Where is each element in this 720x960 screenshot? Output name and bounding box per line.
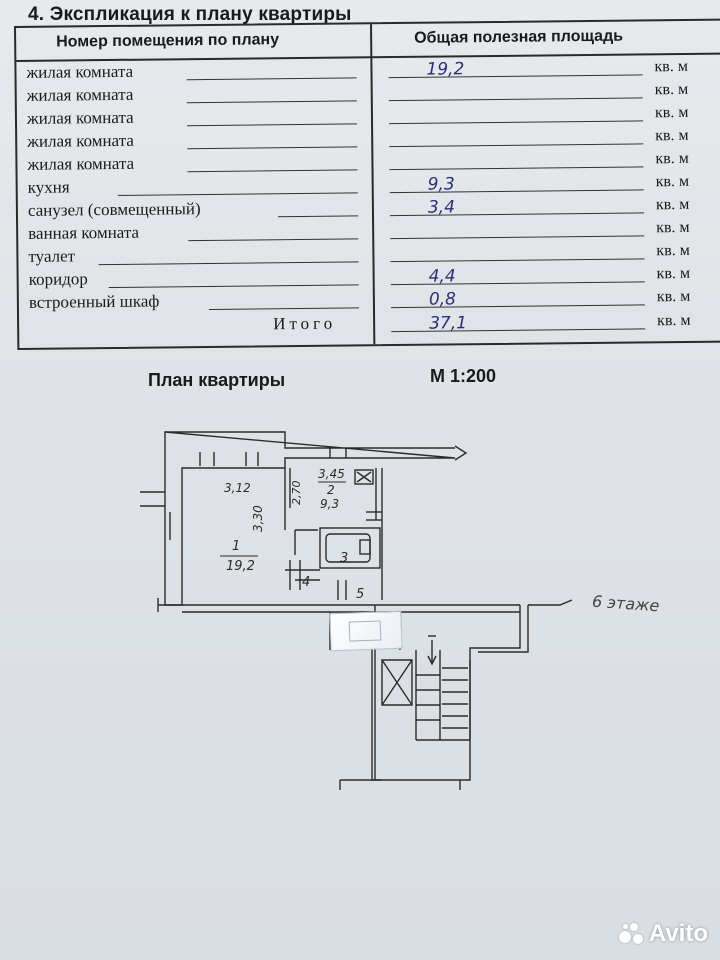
- dim-kitchen-width: 3,45: [318, 467, 345, 481]
- stairwell-wall: [460, 605, 529, 781]
- plan-scale: М 1:200: [430, 366, 497, 386]
- section-title: 4. Экспликация к плану квартиры: [28, 4, 352, 25]
- kitchen-wall: [375, 468, 383, 600]
- kitchen-number: 2: [327, 483, 335, 497]
- bathroom-block: [319, 527, 381, 569]
- left-wall-stub: [140, 491, 165, 507]
- room1-number: 1: [232, 539, 240, 554]
- corridor-number: 4: [302, 575, 310, 590]
- stove: [354, 469, 374, 485]
- plan-title: План квартиры: [148, 370, 286, 390]
- wall-arrow: [454, 445, 468, 461]
- partition-wall: [284, 468, 291, 530]
- bath-number: 3: [340, 551, 348, 566]
- dim-room1-length: 3,30: [251, 505, 265, 532]
- dim-width: 3,12: [224, 481, 251, 495]
- kitchen-area: 9,3: [320, 497, 339, 511]
- avito-wordmark: Avito: [648, 920, 708, 947]
- paper-sticker: [329, 610, 403, 652]
- floor-line: [165, 604, 520, 613]
- dim-kitchen-depth: 2,70: [290, 481, 303, 506]
- avito-logo-icon: [618, 923, 645, 945]
- outer-wall: [164, 431, 456, 606]
- sink: [359, 539, 371, 555]
- avito-watermark: Avito: [618, 920, 708, 948]
- building-base: [339, 779, 461, 790]
- room1-area: 19,2: [226, 559, 255, 574]
- closet-number: 5: [356, 587, 364, 602]
